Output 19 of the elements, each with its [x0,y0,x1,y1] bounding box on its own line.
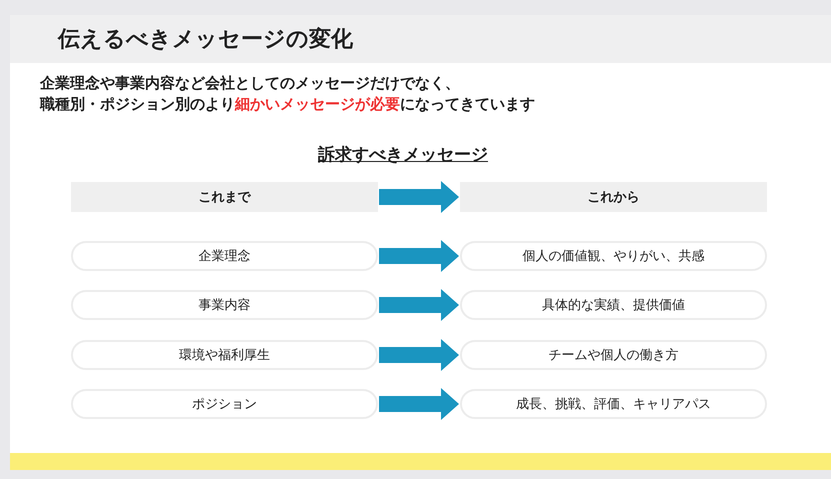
intro-text: 職種別・ポジション別のより細かいメッセージが必要になってきています [40,95,535,114]
column-header: これまで [71,182,378,212]
message-pill: 個人の価値観、やりがい、共感 [460,241,767,271]
arrow [379,289,459,321]
message-pill: 企業理念 [71,241,378,271]
message-pill: ポジション [71,389,378,419]
message-pill: 具体的な実績、提供価値 [460,290,767,320]
message-pill: 事業内容 [71,290,378,320]
intro-text: 企業理念や事業内容など会社としてのメッセージだけでなく、 [40,74,460,93]
title: 伝えるべきメッセージの変化 [58,26,353,54]
message-pill: チームや個人の働き方 [460,340,767,370]
column-header: これから [460,182,767,212]
arrow [379,181,459,213]
message-pill: 成長、挑戦、評価、キャリアパス [460,389,767,419]
arrow [379,339,459,371]
message-pill: 環境や福利厚生 [71,340,378,370]
arrow [379,388,459,420]
arrow [379,240,459,272]
section-heading: 訴求すべきメッセージ [318,144,488,166]
